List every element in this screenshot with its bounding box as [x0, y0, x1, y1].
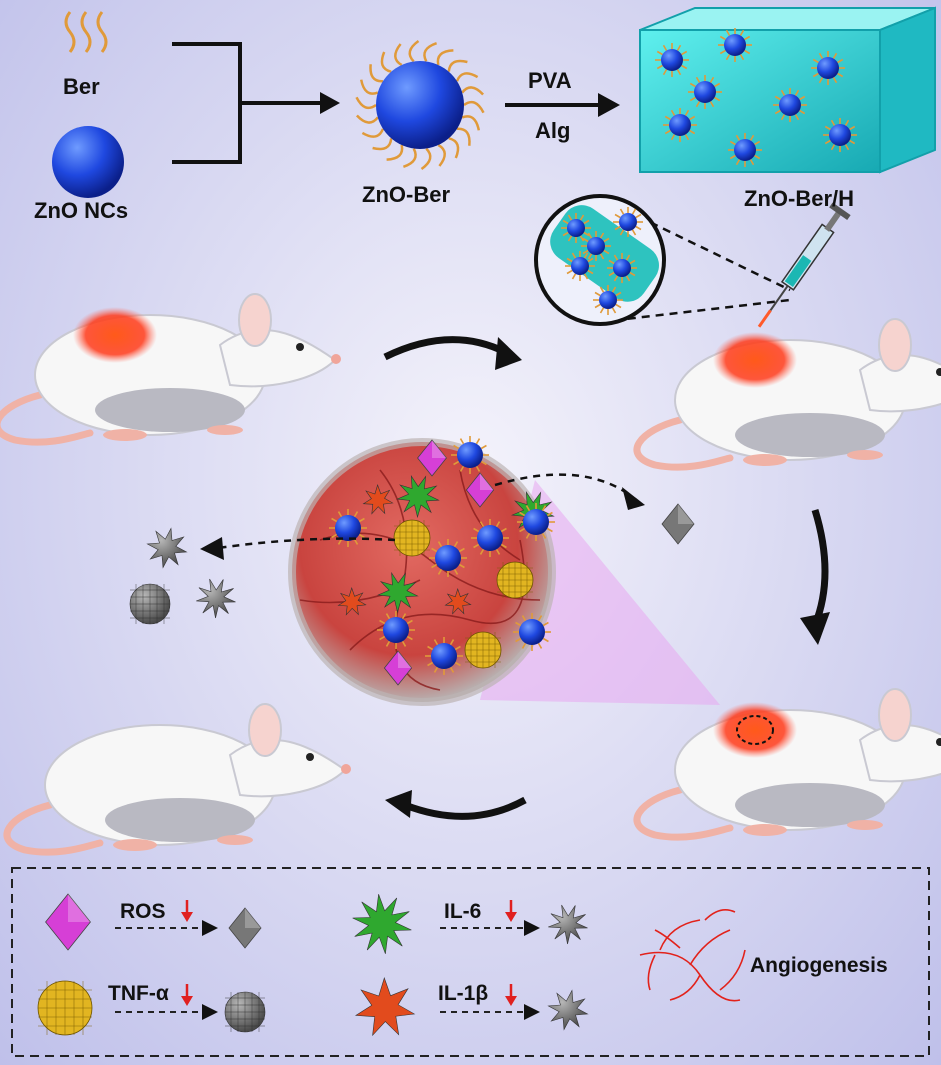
- gel-particle: [655, 43, 689, 77]
- gel-particle: [811, 51, 845, 85]
- il6-particle: [396, 474, 440, 519]
- zno-ber-particle: [429, 539, 467, 577]
- cycle-arrow-right: [811, 508, 829, 627]
- gel-particle: [823, 118, 857, 152]
- legend-label-ros: ROS: [120, 900, 166, 923]
- release-arrow-right: [494, 473, 631, 497]
- zno-ber-label: ZnO-Ber: [362, 182, 450, 207]
- rat-wound-untreated: [0, 293, 341, 446]
- inactive-il6: [196, 578, 236, 619]
- gel-particle: [663, 108, 697, 142]
- il1b-particle: [444, 588, 472, 615]
- tnf-particle: [393, 519, 431, 557]
- alg-label: Alg: [535, 118, 571, 143]
- legend-il6-down-arrow-head: [505, 912, 517, 922]
- inset-particle: [607, 253, 637, 283]
- hydrogel-label: ZnO-Ber/H: [744, 186, 854, 211]
- syringe-icon: [757, 202, 851, 328]
- legend-label-il1b: IL-1β: [438, 982, 489, 1005]
- inset-particle: [581, 231, 611, 261]
- zno-ber-particle: [517, 503, 555, 541]
- inset-particle: [613, 207, 643, 237]
- combine-arrow-head: [320, 92, 340, 114]
- legend-label-il6: IL-6: [444, 900, 482, 923]
- legend-ros-down-arrow-head: [181, 912, 193, 922]
- legend-il6-icon: [352, 894, 412, 954]
- legend-angiogenesis-icon: [639, 909, 746, 1002]
- il1b-particle: [362, 484, 394, 515]
- legend-il1b-inactive-icon: [547, 989, 589, 1031]
- legend-label-angiogenesis: Angiogenesis: [750, 954, 888, 977]
- legend-tnf-down-arrow-head: [181, 996, 193, 1006]
- inactive-ros: [661, 503, 695, 545]
- tnf-particle: [464, 631, 502, 669]
- cycle-arrow-top: [383, 336, 507, 361]
- tissue-microenvironment: [288, 436, 556, 706]
- legend-il1b-down-arrow-head: [505, 996, 517, 1006]
- zno-ber-particle: [425, 637, 463, 675]
- legend-tnf-inactive-icon: [224, 991, 266, 1033]
- legend-ros-arrow-head: [202, 920, 218, 936]
- ros-particle: [465, 472, 495, 508]
- legend-box: [11, 867, 930, 1057]
- ber-molecules-icon: [64, 11, 108, 53]
- inset-particle: [565, 251, 595, 281]
- legend-tnf-arrow-head: [202, 1004, 218, 1020]
- gel-particle: [728, 133, 762, 167]
- legend-il6-inactive-icon: [548, 904, 588, 945]
- zno-ber-particle: [451, 436, 489, 474]
- hydrogel-block-icon: [639, 6, 936, 174]
- inset-particle: [593, 285, 623, 315]
- il1b-particle: [337, 587, 367, 616]
- rat-wound-healing: [633, 688, 941, 841]
- inset-particle: [561, 213, 591, 243]
- pva-label: PVA: [528, 68, 572, 93]
- combine-arrow: [172, 42, 322, 164]
- zno-ber-particle: [513, 613, 551, 651]
- inactive-il1b: [146, 527, 188, 569]
- gel-particle: [718, 28, 752, 62]
- zno-nanocrystal-icon: [52, 126, 124, 198]
- zno-ber-particle: [329, 509, 367, 547]
- cycle-arrow-bottom: [403, 796, 527, 820]
- rat-healed: [3, 703, 351, 856]
- ros-particle: [417, 439, 447, 477]
- legend-ros-icon: [45, 893, 91, 951]
- hydrogel-zoom-inset: [534, 194, 791, 326]
- legend-il6-arrow-head: [524, 920, 540, 936]
- ros-particle: [383, 650, 413, 686]
- inactive-tnf: [129, 583, 171, 625]
- legend-il1b-arrow-head: [524, 1004, 540, 1020]
- legend-label-tnf: TNF-α: [108, 982, 169, 1005]
- gelation-arrow-head: [598, 93, 620, 117]
- zno-ber-particle: [377, 611, 415, 649]
- gel-particle: [688, 75, 722, 109]
- tnf-particle: [496, 561, 534, 599]
- legend-tnf-icon: [37, 980, 93, 1036]
- ber-label: Ber: [63, 74, 100, 99]
- legend-il1b-icon: [354, 977, 416, 1037]
- zno-ber-particle: [471, 519, 509, 557]
- legend-ros-inactive-icon: [228, 907, 262, 949]
- zno-label: ZnO NCs: [34, 198, 129, 223]
- rat-wound-treated: [633, 318, 941, 471]
- il6-particle: [377, 571, 419, 614]
- gel-particle: [773, 88, 807, 122]
- zno-ber-particle-icon: [355, 39, 485, 171]
